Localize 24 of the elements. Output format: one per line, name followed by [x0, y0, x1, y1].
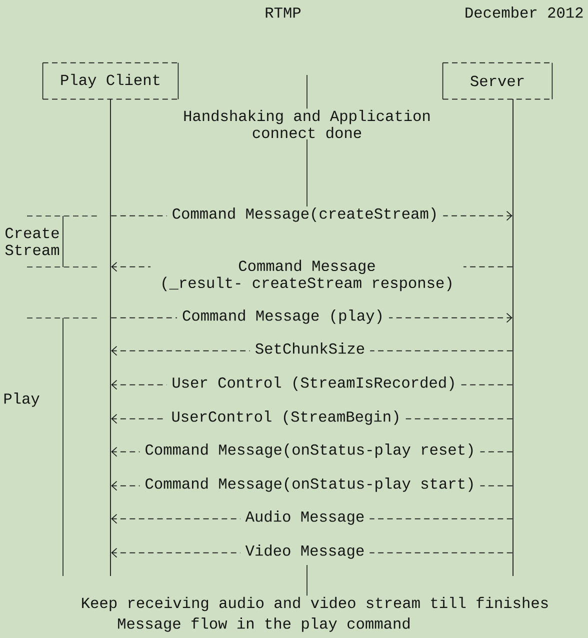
- header-title: RTMP: [266, 8, 301, 18]
- edge-label: Video Message: [240, 544, 370, 560]
- header-date: December 2012: [466, 6, 583, 18]
- edge-label: Audio Message: [240, 510, 370, 526]
- lifeline: [110, 99, 111, 576]
- note-text: Keep receiving audio and video stream till finishes: [82, 596, 548, 612]
- edge-label: Command Message(createStream): [166, 206, 444, 223]
- edge-label: User Control (StreamIsRecorded): [166, 376, 462, 392]
- edge-label: Command Message (play): [177, 308, 389, 325]
- connector-line: [306, 564, 308, 596]
- edge-label: Command Message (_result- createStream response): [150, 258, 464, 292]
- note-text: Handshaking and Application connect done: [184, 110, 430, 138]
- edge-label: Command Message(onStatus-play start): [140, 476, 480, 493]
- connector-line: [306, 74, 308, 110]
- lifeline: [512, 99, 514, 576]
- caption: Message flow in the play command: [118, 618, 410, 632]
- phase-label: Play: [4, 392, 40, 407]
- connector-line: [306, 138, 308, 208]
- participant-box: Server: [442, 62, 553, 100]
- phase-label: Create Stream: [5, 228, 60, 256]
- edge-label: UserControl (StreamBegin): [166, 410, 406, 426]
- edge-label: Command Message(onStatus-play reset): [140, 442, 480, 459]
- edge-label: SetChunkSize: [250, 342, 370, 355]
- participant-box: Play Client: [42, 62, 179, 100]
